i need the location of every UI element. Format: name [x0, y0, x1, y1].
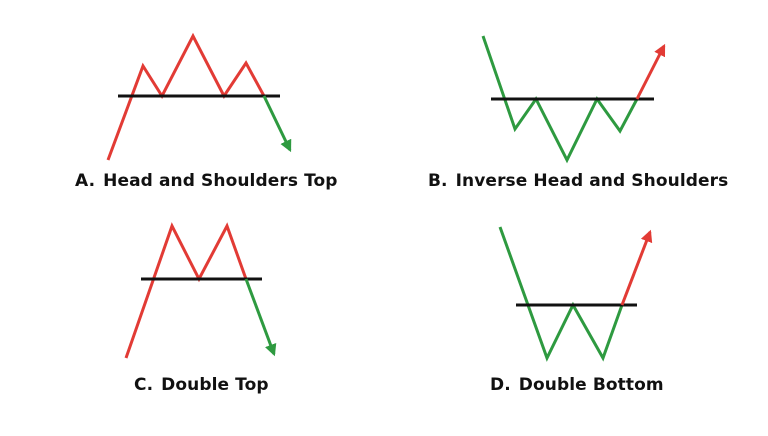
caption-b-letter: B. [428, 171, 448, 191]
caption-c-name: Double Top [161, 375, 269, 395]
caption-c: C. Double Top [134, 375, 269, 395]
pattern-b-inverse-head-and-shoulders [481, 35, 666, 164]
pattern-a-head-and-shoulders-top [106, 32, 292, 161]
caption-b-name: Inverse Head and Shoulders [455, 171, 729, 191]
pattern-c-double-top [124, 222, 277, 359]
pattern-d-double-bottom [498, 226, 653, 362]
caption-d: D. Double Bottom [490, 375, 664, 395]
pattern-a-price-line [106, 32, 266, 161]
pattern-d-price-line [498, 226, 624, 362]
pattern-c-breakdown-arrow [244, 278, 277, 357]
pattern-b-price-line [481, 35, 639, 164]
caption-d-name: Double Bottom [518, 375, 664, 395]
pattern-a-breakdown-arrow [262, 95, 292, 153]
caption-b: B. Inverse Head and Shoulders [428, 171, 728, 191]
caption-d-letter: D. [490, 375, 511, 395]
pattern-c-price-line [124, 222, 248, 359]
caption-a-letter: A. [75, 171, 96, 191]
caption-a: A. Head and Shoulders Top [75, 171, 338, 191]
pattern-d-breakout-arrow [620, 229, 653, 306]
caption-c-letter: C. [134, 375, 154, 395]
caption-a-name: Head and Shoulders Top [103, 171, 338, 191]
pattern-b-breakout-arrow [635, 43, 666, 100]
